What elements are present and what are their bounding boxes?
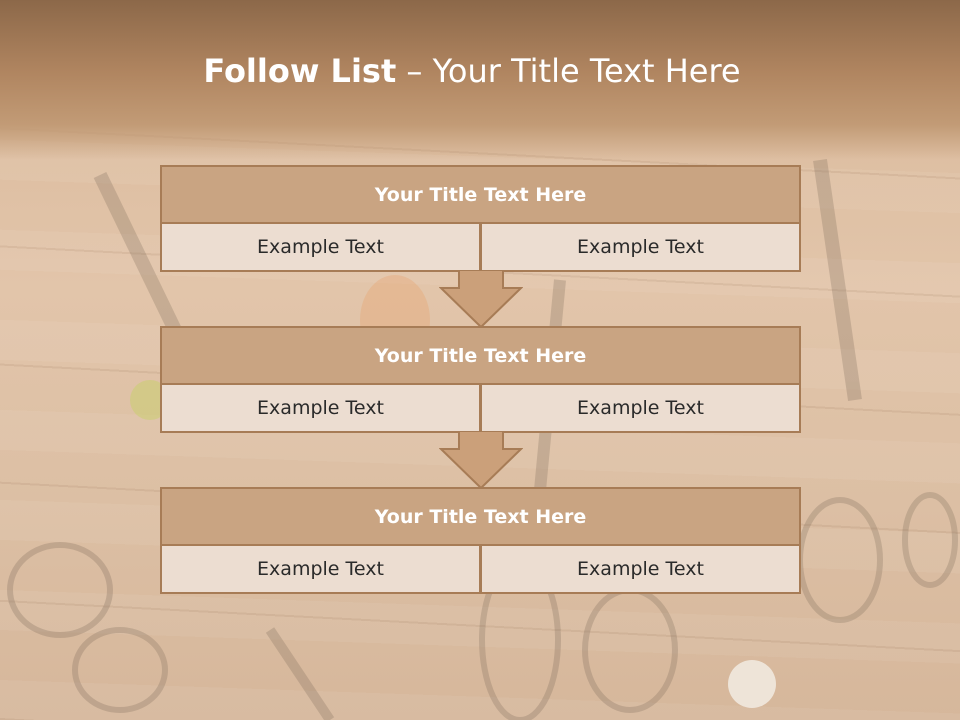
scissors-blade (265, 627, 335, 720)
block-title: Your Title Text Here (160, 165, 801, 224)
block-cell-left: Example Text (160, 383, 481, 433)
block-cell-right: Example Text (480, 544, 801, 594)
block-cell-left: Example Text (160, 222, 481, 272)
list-block-1: Your Title Text Here Example Text Exampl… (160, 165, 801, 272)
down-arrow-icon (439, 270, 523, 328)
list-block-2: Your Title Text Here Example Text Exampl… (160, 326, 801, 433)
scissors-handle-ring (902, 492, 958, 588)
scissors-handle-ring (797, 497, 883, 623)
scissors-handle-ring (7, 542, 113, 638)
block-title: Your Title Text Here (160, 487, 801, 546)
button-white (728, 660, 776, 708)
scissors-handle-ring (72, 627, 168, 713)
list-block-3: Your Title Text Here Example Text Exampl… (160, 487, 801, 594)
block-cell-right: Example Text (480, 383, 801, 433)
title-band (0, 0, 960, 160)
slide-title: Follow List – Your Title Text Here (0, 52, 944, 90)
scissors-blade (813, 158, 862, 402)
down-arrow-icon (439, 431, 523, 489)
scissors-blade (93, 171, 182, 334)
block-title: Your Title Text Here (160, 326, 801, 385)
slide-title-strong: Follow List (203, 52, 397, 90)
scissors-handle-ring (582, 587, 678, 713)
slide-title-rest: – Your Title Text Here (396, 52, 741, 90)
block-cell-right: Example Text (480, 222, 801, 272)
block-cell-left: Example Text (160, 544, 481, 594)
